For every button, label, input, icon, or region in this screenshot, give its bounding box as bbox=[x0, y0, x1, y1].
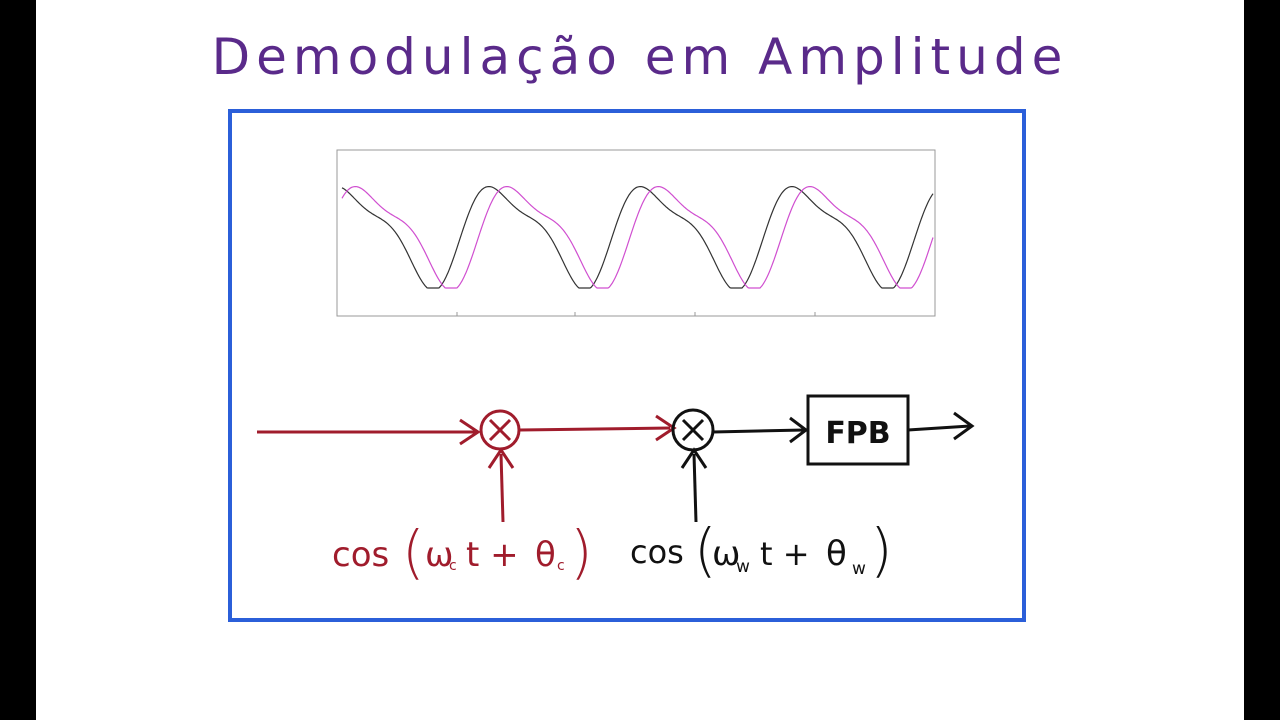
osc2-omega: ω bbox=[712, 534, 740, 574]
plot-ticks bbox=[336, 312, 936, 316]
osc1-label: cos ( ω c t + θ c ) bbox=[332, 518, 593, 586]
osc2-line bbox=[692, 453, 698, 523]
mixer1-cross-b bbox=[488, 418, 512, 442]
wave-magenta-series bbox=[341, 186, 934, 289]
red-signal-path bbox=[257, 409, 677, 523]
osc2-theta: θ bbox=[826, 534, 847, 574]
diagram-frame bbox=[228, 109, 1026, 622]
osc2-prefix: cos bbox=[630, 533, 684, 571]
osc2-mid: t + bbox=[760, 535, 810, 573]
osc1-mid: t + bbox=[466, 535, 519, 575]
mixer2-output-line bbox=[712, 428, 805, 434]
osc1-omega-sub: c bbox=[449, 558, 457, 574]
plot-box bbox=[336, 149, 936, 317]
osc1-line bbox=[499, 453, 505, 523]
osc1-prefix: cos bbox=[332, 535, 389, 575]
mixer1-output-line bbox=[519, 426, 671, 432]
wave-black-series bbox=[341, 186, 934, 289]
black-signal-path bbox=[671, 394, 975, 523]
osc2-theta-sub: w bbox=[852, 559, 866, 579]
osc1-theta: θ bbox=[535, 535, 556, 575]
osc2-paren-close: ) bbox=[870, 516, 893, 584]
mixer2-cross-b bbox=[681, 418, 705, 442]
waveform-plot bbox=[336, 149, 936, 317]
filter-output-arrowhead bbox=[953, 411, 975, 441]
page-title: Demodulação em Amplitude bbox=[211, 28, 1069, 86]
filter-output-line bbox=[907, 424, 971, 432]
osc1-omega: ω bbox=[425, 535, 453, 575]
osc2-arrowhead bbox=[680, 447, 708, 469]
osc1-theta-sub: c bbox=[557, 558, 565, 574]
osc1-paren-open: ( bbox=[402, 518, 425, 586]
osc1-paren-close: ) bbox=[570, 518, 593, 586]
mixer2-output-arrowhead bbox=[789, 416, 809, 444]
whiteboard-background bbox=[36, 0, 1244, 720]
osc2-paren-open: ( bbox=[694, 516, 717, 584]
osc2-omega-sub: w bbox=[736, 557, 750, 577]
filter-label: FPB bbox=[825, 416, 890, 451]
osc1-arrowhead bbox=[487, 447, 515, 469]
input-arrowhead bbox=[459, 418, 481, 446]
osc2-label: cos ( ω w t + θ w ) bbox=[630, 516, 893, 584]
